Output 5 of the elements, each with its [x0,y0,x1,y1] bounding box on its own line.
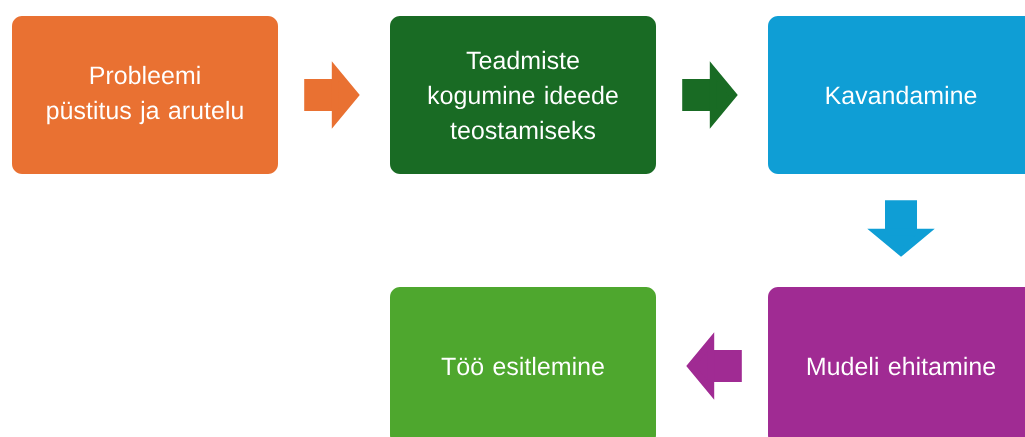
process-box: Teadmiste kogumine ideede teostamiseks [390,16,656,174]
process-box: Kavandamine [768,16,1025,174]
process-box: Mudeli ehitamine [768,287,1025,437]
process-box: Probleemi püstitus ja arutelu [12,16,278,174]
process-box: Töö esitlemine [390,287,656,437]
